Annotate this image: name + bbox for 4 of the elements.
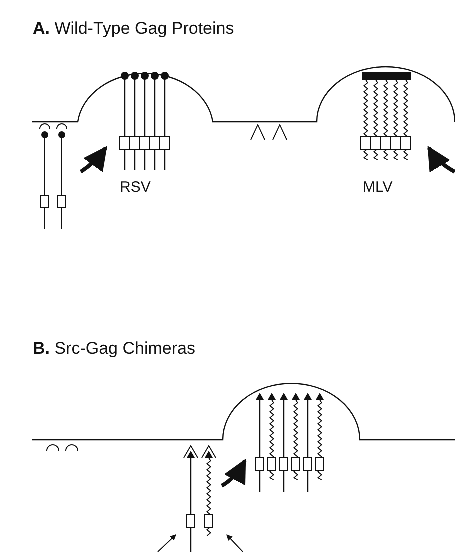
panel-heading: B. Src-Gag Chimeras [33, 340, 196, 359]
virus-label: RSV [120, 180, 151, 196]
virus-label: MLV [363, 180, 393, 196]
panel-heading: A. Wild-Type Gag Proteins [33, 20, 234, 39]
